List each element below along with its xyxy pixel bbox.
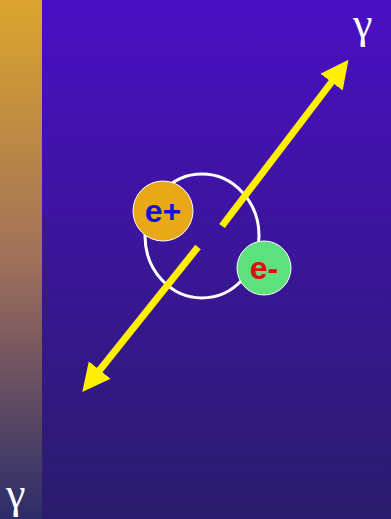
particle-circle: e+: [132, 180, 194, 242]
photon-label: γ: [353, 2, 372, 46]
photon-label: γ: [6, 472, 25, 516]
photon-arrow: [222, 71, 340, 226]
photon-arrow: [91, 247, 198, 381]
particle-label: e+: [145, 195, 181, 227]
particle-circle: e-: [236, 240, 292, 296]
side-strip: [0, 0, 42, 519]
particle-label: e-: [250, 252, 278, 284]
